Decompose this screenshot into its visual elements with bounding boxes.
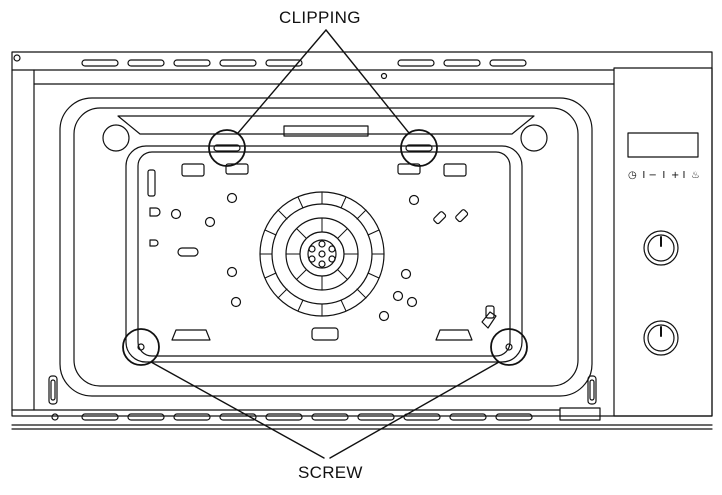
right-hinge-slot bbox=[587, 375, 597, 405]
minus-button[interactable]: I − bbox=[642, 170, 657, 181]
plinth-step bbox=[559, 407, 601, 421]
ceiling-panel bbox=[117, 115, 535, 135]
clock-icon[interactable]: ◷ bbox=[628, 170, 637, 181]
left-side-tab-small bbox=[149, 239, 159, 247]
upper-knob bbox=[643, 230, 679, 266]
fan-hub-holes bbox=[308, 240, 336, 268]
screw-callout bbox=[122, 328, 528, 459]
lower-knob bbox=[643, 320, 679, 356]
cabinet-corner-hole bbox=[13, 54, 21, 62]
left-side-bracket bbox=[147, 169, 156, 197]
display-window bbox=[627, 132, 699, 158]
left-hinge-slot-inner bbox=[50, 379, 56, 401]
left-hinge-slot bbox=[48, 375, 58, 405]
top-vent-slots bbox=[81, 59, 527, 67]
back-panel-inner bbox=[137, 151, 511, 357]
top-left-boss bbox=[102, 124, 130, 152]
separator-mark: I bbox=[662, 170, 666, 181]
left-side-tab bbox=[149, 207, 161, 217]
cavity-inner-frame bbox=[73, 107, 579, 387]
top-right-boss bbox=[520, 124, 548, 152]
cavity-outer-frame bbox=[59, 97, 593, 397]
clipping-callout bbox=[208, 29, 438, 167]
bottom-vent-slots bbox=[81, 413, 533, 421]
fan-grille bbox=[259, 191, 385, 317]
plinth-dot bbox=[51, 413, 59, 421]
top-vent-dot bbox=[380, 72, 388, 80]
clipping-label: CLIPPING bbox=[279, 8, 361, 27]
rack-supports-bottom bbox=[171, 327, 473, 341]
heat-icon[interactable]: ♨ bbox=[691, 170, 700, 181]
ceiling-lamp bbox=[283, 125, 369, 137]
right-hinge-slot-inner bbox=[589, 379, 595, 401]
left-side-slot bbox=[177, 247, 199, 257]
panel-diamond-slots bbox=[433, 209, 469, 225]
back-panel-outer bbox=[125, 145, 523, 363]
right-side-bracket-top bbox=[485, 305, 495, 319]
control-panel bbox=[613, 67, 713, 417]
plus-button[interactable]: + I bbox=[670, 170, 686, 181]
panel-screws bbox=[170, 192, 420, 322]
control-symbols: ◷ I − I + I ♨ bbox=[628, 170, 700, 181]
right-side-bracket bbox=[481, 311, 497, 329]
screw-label: SCREW bbox=[298, 463, 363, 482]
